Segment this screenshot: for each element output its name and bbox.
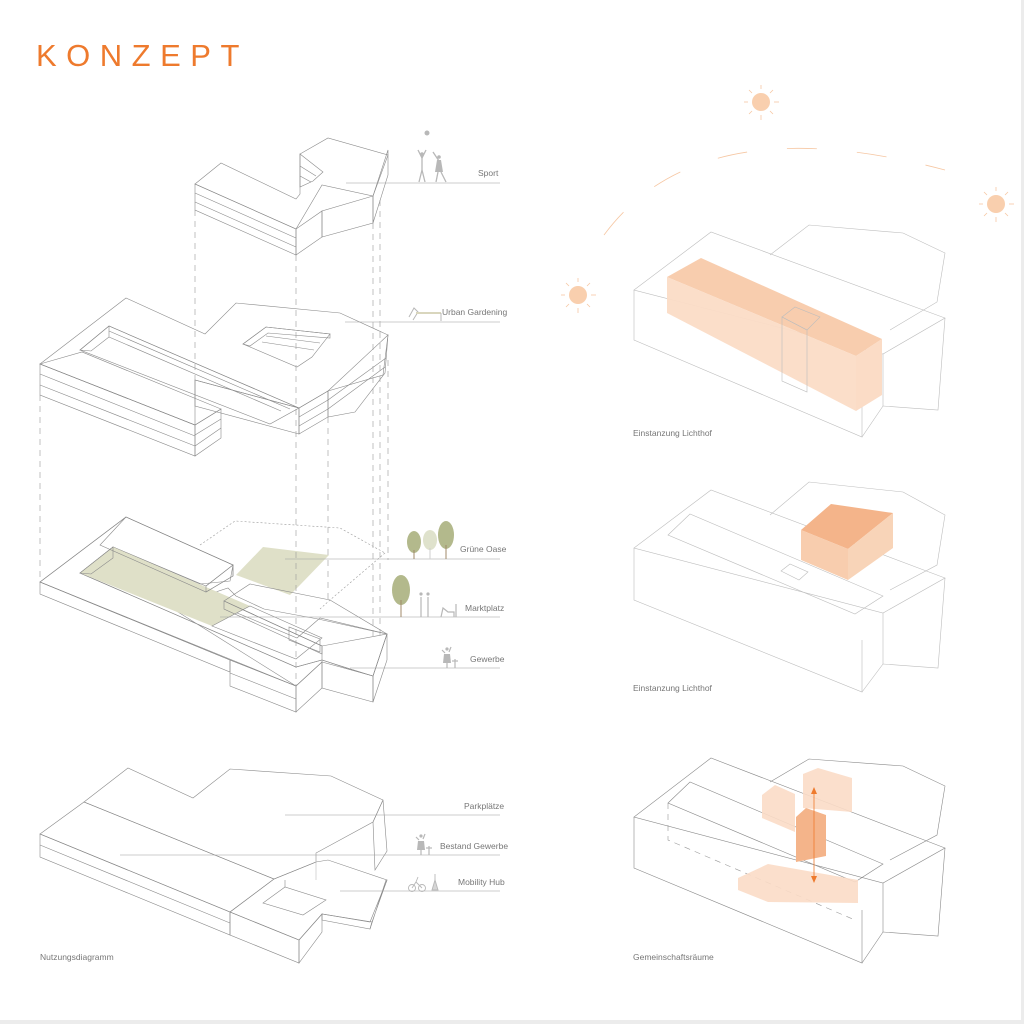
community-rooms-diagram [633,757,946,964]
light-court-diagram-1 [633,224,946,438]
tree-people-icon [392,575,457,618]
people-playing-ball-icon [417,130,447,183]
sun-path [561,85,1014,313]
sport-layer [194,137,389,256]
label-sport: Sport [478,168,499,178]
page-border-right [1021,0,1024,1024]
label-marktplatz: Marktplatz [465,603,505,613]
label-gewerbe: Gewerbe [470,654,505,664]
label-bestand-gewerbe: Bestand Gewerbe [440,841,509,851]
bicycle-scooter-icon [408,874,439,892]
worker-icon [441,646,458,668]
gardener-icon [408,307,442,321]
label-gruene-oase: Grüne Oase [460,544,507,554]
worker-icon [415,833,432,855]
caption-gemeinschaftsraeume: Gemeinschaftsräume [633,952,714,962]
residential-layer [39,297,389,457]
sun-icon [561,278,596,313]
caption-nutzungsdiagramm: Nutzungsdiagramm [40,952,114,962]
label-parkplaetze: Parkplätze [464,801,505,811]
caption-lichthof-1: Einstanzung Lichthof [633,428,712,438]
label-urban-gardening: Urban Gardening [442,307,508,317]
basement-layer [39,767,388,964]
leader-lines [120,182,500,892]
page-title: KONZEPT [36,38,249,73]
light-court-diagram-2 [633,481,946,693]
page-border-bottom [0,1020,1024,1024]
sun-icon [744,85,779,120]
label-mobility-hub: Mobility Hub [458,877,505,887]
trees-icon [407,521,454,559]
projection-lines [39,200,389,686]
sun-icon [979,187,1014,222]
caption-lichthof-2: Einstanzung Lichthof [633,683,712,693]
ground-layer [39,516,388,713]
